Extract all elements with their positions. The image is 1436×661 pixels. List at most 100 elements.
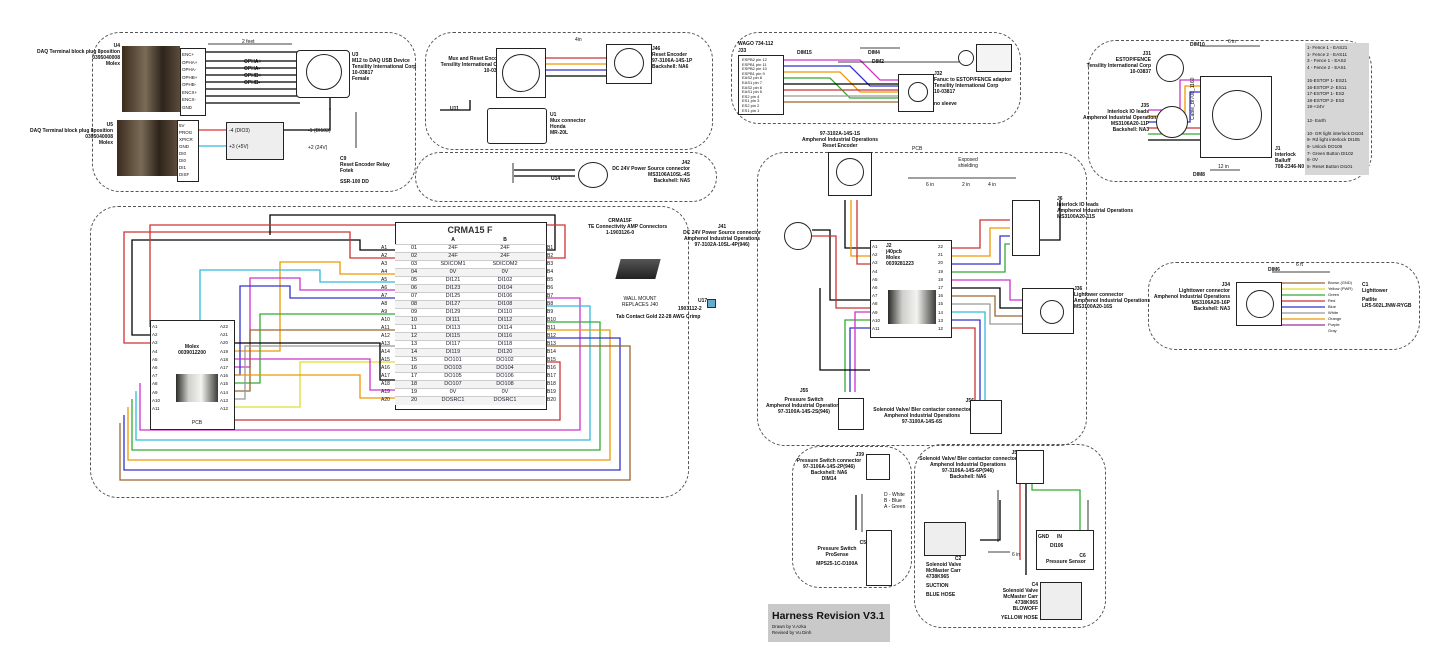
j55-ref: J55 [799, 388, 809, 394]
j56-part: 97-3100A-14S-6S [901, 419, 943, 425]
crma-cell-a: DI115 [445, 333, 461, 339]
molex-pin: A10 [152, 397, 161, 403]
crma-left-pin: A12 [381, 333, 390, 339]
crma-ref: CRMA15F [608, 218, 632, 224]
crma-wall-photo [615, 259, 661, 279]
c9-name: Reset Encoder Relay [340, 162, 390, 168]
j41-name: DC 24V Power Source connector [683, 230, 761, 236]
u11-label: U11 [450, 106, 459, 112]
j1-dim: DIM8 [1193, 172, 1205, 178]
crma-cell-a: 0V [449, 269, 457, 275]
title-drawn-by: Drawn by V.Azka [772, 624, 807, 629]
j2-pin: 16 [938, 293, 944, 299]
wago-pin-2: ESPB2 pin 10 [742, 66, 767, 72]
u5-ref: U5 [106, 122, 113, 128]
wago-dim2: DIM2 [872, 59, 884, 65]
wago-pin-8: ES2 pin 4 [742, 93, 760, 99]
legend-item: 1- Fence 2 - EAS11 [1307, 51, 1348, 57]
c2-ref: C2 [954, 556, 962, 562]
j2-part: 0039281223 [886, 261, 914, 267]
j46-circular-connector [614, 48, 644, 78]
j42-name: DC 24V Power Source connector [612, 166, 690, 172]
crma-cell-b: 0V [501, 389, 509, 395]
pcb-dim-2: 2 in [962, 182, 971, 188]
wago-pin-10: ES2 pin 2 [742, 102, 760, 108]
crma-row [395, 380, 545, 389]
j55-mfr: Amphenol Industrial Operations [765, 403, 843, 409]
group-wago [731, 32, 1021, 124]
legend-item: 16-ESTOP 2- ES11 [1307, 84, 1347, 90]
crma-part: 1-1903126-0 [605, 230, 635, 236]
u5-pin-1: PROG [179, 130, 193, 135]
j41-mfr: Amphenol Industrial Operations [683, 236, 761, 242]
j32-part: 10-03817 [934, 89, 956, 95]
crma-right-pin: B7 [547, 293, 554, 299]
j31-length: 6 in [1228, 39, 1237, 45]
crma-cell-b: 0V [501, 269, 509, 275]
crma-row-num: 08 [411, 301, 418, 307]
j46-length: 4in [575, 37, 582, 43]
crma-left-pin: A3 [381, 261, 388, 267]
j41-ref: J41 [717, 224, 727, 230]
j34-length: 6 ft [1296, 262, 1303, 268]
u1-name: Mux connector [550, 118, 586, 124]
crma-row [395, 252, 545, 261]
u3-desc: M12 to DAQ USB Device [352, 58, 410, 64]
legend-item [1307, 124, 1363, 131]
u17-part: 1903112-2 [678, 306, 702, 312]
crma-cell-b: DI102 [497, 277, 513, 283]
crma-left-pin: A11 [381, 325, 390, 331]
pcb-shielding: Exposed shielding [958, 157, 978, 169]
c6-body [1036, 530, 1094, 570]
j36-part: MS3100A20-16S [1074, 304, 1113, 310]
j2-photo [888, 290, 936, 324]
crma-cell-a: DO105 [444, 373, 462, 379]
u3-part: 10-03817 [352, 70, 374, 76]
c9-right-2: +2 (24V) [308, 145, 328, 151]
legend-item: 12- Earth [1307, 117, 1326, 123]
group-dc24 [415, 152, 717, 202]
j39-color-0: D - White [884, 492, 905, 498]
j2-pin: A7 [872, 293, 878, 299]
j46-part: 97-3106A-14S-1P [652, 58, 693, 64]
c4-name: Solenoid Valve [1002, 588, 1038, 594]
crma-row-num: 10 [411, 317, 418, 323]
reset-enc-name: Reset Encoder [822, 143, 858, 149]
j34-name: Lighttower connector [1178, 288, 1230, 294]
u6-mfr: Tensility International Corp [440, 62, 505, 68]
u4-ref: U4 [113, 43, 120, 49]
j1-circular-connector [1212, 90, 1262, 140]
j35-circular-connector [1156, 106, 1188, 138]
c2-use: SUCTION [926, 583, 949, 589]
crma-cell-b: DOSRC1 [493, 397, 517, 403]
j2-pin: A2 [872, 252, 878, 258]
j2-pin: 12 [938, 326, 944, 331]
j2-pin: A5 [872, 276, 878, 282]
crma-cell-b: DO106 [496, 373, 514, 379]
legend-item: 7- Green Button DI102 [1307, 150, 1354, 156]
j35-ref: J35 [1140, 103, 1149, 109]
lighttower-wire: Red [1328, 298, 1336, 303]
c4-part: 4738K965 [1014, 600, 1038, 606]
lighttower-wire: Brown (GND) [1328, 280, 1353, 285]
crma-right-pin: B20 [547, 397, 556, 403]
crma-row-num: 19 [411, 389, 418, 395]
u3-signal-2: OPHB+ [244, 73, 262, 79]
j2-pin: 14 [938, 309, 944, 315]
j32-ref: J32 [934, 71, 943, 77]
u3-signal-3: OPHB- [244, 80, 261, 86]
c4-use: BLOWOFF [1012, 606, 1038, 612]
c6-in: IN [1057, 534, 1062, 540]
molex-pin: A4 [152, 348, 158, 354]
c9-right-1: -1 (DI103) [308, 128, 331, 134]
crma-right-pin: B13 [547, 341, 556, 347]
j36-ref: J36 [1074, 286, 1083, 292]
j6-ref: J6 [1057, 196, 1063, 202]
molex-pin: A7 [152, 373, 158, 379]
j39-dim: DIM14 [821, 476, 837, 482]
c6-gnd: GND [1038, 534, 1050, 540]
wago-pin-7: EAS1 pin 5 [742, 89, 763, 95]
crma-left-pin: A5 [381, 277, 388, 283]
molex-pin: A19 [220, 348, 229, 354]
